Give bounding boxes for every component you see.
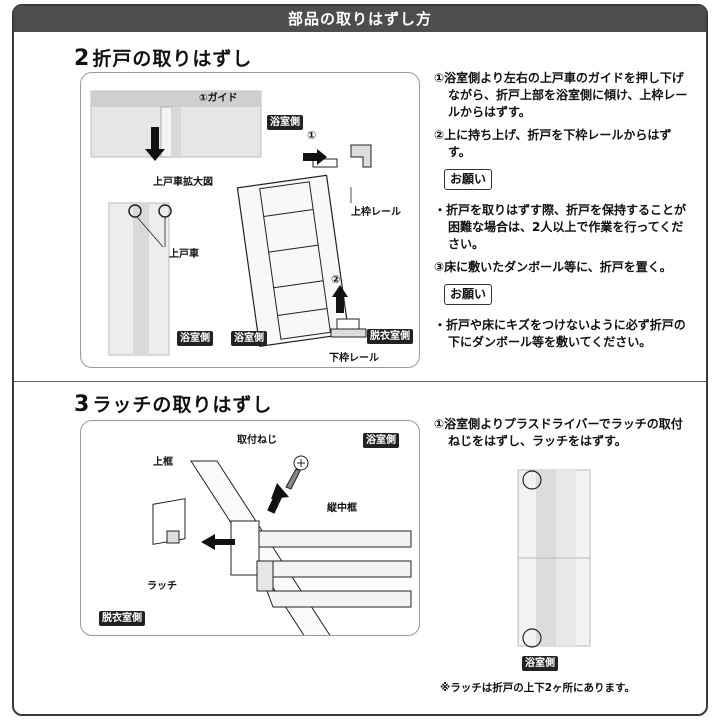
dressing-room-side-tag: 脱衣室側: [367, 329, 413, 344]
roller-label: 上戸車: [169, 249, 199, 260]
section-2-figure-panel: ①ガイド 浴室側 上戸車拡大図 上戸車 浴室側 浴室側 ① 上枠レール ② 脱衣…: [80, 72, 420, 368]
section-3-number: 3: [74, 392, 91, 417]
bathroom-side-tag: 浴室側: [231, 331, 267, 346]
step-1-marker: ①: [307, 129, 317, 142]
section-3-instructions: ①浴室側よりプラスドライバーでラッチの取付ねじをはずし、ラッチをはずす。: [434, 416, 688, 456]
door-removal-diagram: [90, 90, 372, 356]
dressing-room-side-tag: 脱衣室側: [99, 611, 145, 626]
top-rail-label: 上枠レール: [351, 207, 401, 218]
guide-label: ①ガイド: [199, 93, 238, 104]
bottom-rail-label: 下枠レール: [329, 353, 379, 364]
screw-label: 取付ねじ: [237, 435, 277, 446]
section-2-number: 2: [74, 46, 91, 71]
enlarge-caption: 上戸車拡大図: [153, 177, 213, 188]
section-3-figure-panel: 取付ねじ 浴室側 上框 縦中框 ラッチ 脱衣室側: [80, 420, 420, 636]
step-3-text: ③床に敷いたダンボール等に、折戸を置く。: [434, 260, 672, 274]
bathroom-side-tag: 浴室側: [177, 331, 213, 346]
step-2-marker: ②: [331, 273, 341, 286]
section-2-title-text: 折戸の取りはずし: [92, 48, 253, 70]
bathroom-side-tag: 浴室側: [363, 433, 399, 448]
top-frame-label: 上框: [153, 457, 173, 468]
request-label: お願い: [444, 284, 493, 305]
page-title: 部品の取りはずし方: [14, 6, 706, 32]
latch-label: ラッチ: [147, 581, 177, 592]
bathroom-side-tag: 浴室側: [267, 115, 303, 130]
latch-removal-diagram: [152, 455, 412, 635]
latch-footnote: ※ラッチは折戸の上下2ヶ所にあります。: [440, 682, 635, 694]
section-2-instructions: ①浴室側より左右の上戸車のガイドを押し下げながら、折戸上部を浴室側に傾け、上枠レ…: [434, 70, 688, 357]
vertical-frame-label: 縦中框: [327, 503, 357, 514]
request-note-2: ・折戸や床にキズをつけないように必ず折戸の下にダンボール等を敷いてください。: [434, 318, 686, 349]
step-2-text: ②上に持ち上げ、折戸を下枠レールからはずす。: [434, 128, 672, 159]
step-1-text: ①浴室側より左右の上戸車のガイドを押し下げながら、折戸上部を浴室側に傾け、上枠レ…: [434, 71, 688, 119]
request-label: お願い: [444, 169, 493, 190]
latch-location-photo: [517, 469, 591, 648]
step-1-text: ①浴室側よりプラスドライバーでラッチの取付ねじをはずし、ラッチをはずす。: [434, 417, 683, 448]
bathroom-side-tag: 浴室側: [522, 656, 558, 671]
section-3-title-text: ラッチの取りはずし: [92, 394, 273, 416]
request-note-1: ・折戸を取りはずす際、折戸を保持することが困難な場合は、2人以上で作業を行ってく…: [434, 203, 687, 251]
section-divider: [14, 381, 706, 382]
